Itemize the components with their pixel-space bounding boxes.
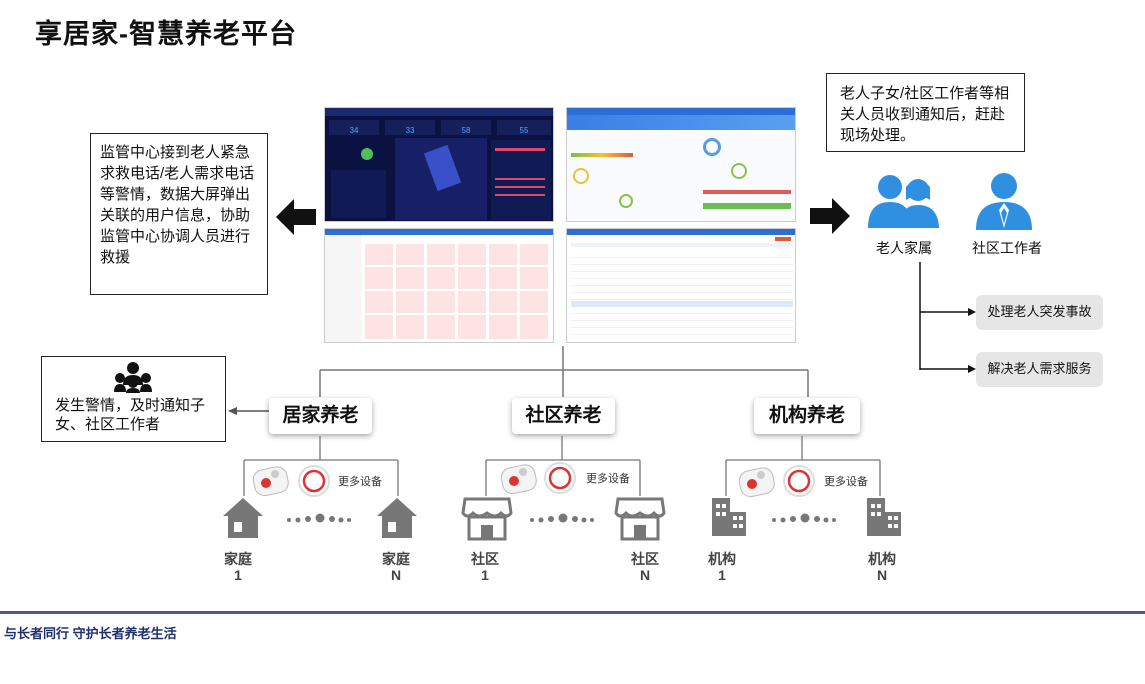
dashboard-stat: 34 [329,120,379,135]
node-label: 社区 1 [465,551,505,583]
more-devices-label: 更多设备 [338,476,382,488]
device-grid [365,244,551,339]
device-bracket [485,436,641,496]
node-label-name: 家庭 [382,551,410,567]
notification-note: 老人子女/社区工作者等相关人员收到通知后，赶赴现场处理。 [826,73,1025,152]
records-table [571,251,793,339]
sos-device-icon [738,467,775,498]
footer-divider [0,611,1145,614]
action-solve-demands: 解决老人需求服务 [976,352,1103,387]
institution-building-icon [712,498,746,536]
worker-icon [976,173,1032,230]
node-label: 机构 1 [702,551,742,583]
house-icon [223,498,263,538]
node-label-name: 家庭 [224,551,252,567]
sos-device-icon [252,466,289,497]
arrow-to-alert [228,407,270,415]
node-label-index: N [639,567,651,583]
device-bracket [725,436,881,496]
worker-label: 社区工作者 [972,240,1042,256]
monitoring-center-note-text: 监管中心接到老人紧急求救电话/老人需求电话等警情，数据大屏弹出关联的用户信息，协… [100,144,255,266]
family-label: 老人家属 [876,240,932,256]
community-shop-icon [614,497,666,541]
monitoring-center-note: 监管中心接到老人紧急求救电话/老人需求电话等警情，数据大屏弹出关联的用户信息，协… [90,133,268,295]
ellipsis-icon [287,513,351,523]
statistics-screen [566,107,796,222]
device-grid-screen [324,228,554,343]
node-label-name: 机构 [708,551,736,567]
category-home-care: 居家养老 [269,398,372,434]
node-label-name: 社区 [631,551,659,567]
category-institution-care: 机构养老 [754,398,860,434]
alarm-button-icon [298,465,330,497]
group-icon [114,362,152,393]
category-community-care: 社区养老 [512,398,615,434]
house-icon [377,498,417,538]
node-label-index: N [390,567,402,583]
alert-note-text: 发生警情，及时通知子女、社区工作者 [55,397,206,433]
arrow-right-icon [810,198,850,234]
node-label: 社区 N [625,551,665,583]
page-title: 享居家-智慧养老平台 [35,19,297,49]
family-icon [868,175,939,228]
community-shop-icon [461,497,513,541]
action-handle-accident: 处理老人突发事故 [976,295,1103,330]
dashboard-stat: 33 [385,120,435,135]
node-label-index: N [876,567,888,583]
ellipsis-icon [772,513,836,523]
device-bracket [243,436,399,496]
more-devices-label: 更多设备 [824,476,868,488]
action-connectors [919,262,976,373]
notification-note-text: 老人子女/社区工作者等相关人员收到通知后，赶赴现场处理。 [840,85,1010,144]
more-devices-label: 更多设备 [586,473,630,485]
node-label: 家庭 N [376,551,416,583]
dashboard-stat: 55 [497,120,551,135]
node-label-index: 1 [481,567,489,583]
dashboard-screen: 34 33 58 55 [324,107,554,222]
arrow-left-icon [276,199,316,235]
institution-building-icon [867,498,901,536]
node-label: 机构 N [862,551,902,583]
category-connectors [319,346,809,397]
footer-slogan: 与长者同行 守护长者养老生活 [4,626,177,641]
node-label-index: 1 [234,567,242,583]
node-label-name: 社区 [471,551,499,567]
sos-device-icon [500,464,537,495]
alarm-button-icon [544,462,576,494]
node-label-index: 1 [718,567,726,583]
records-table-screen [566,228,796,343]
ellipsis-icon [530,513,594,523]
platform-screenshots: 34 33 58 55 [324,107,796,343]
node-label-name: 机构 [868,551,896,567]
alarm-button-icon [783,465,815,497]
node-label: 家庭 1 [218,551,258,583]
dashboard-stat: 58 [441,120,491,135]
